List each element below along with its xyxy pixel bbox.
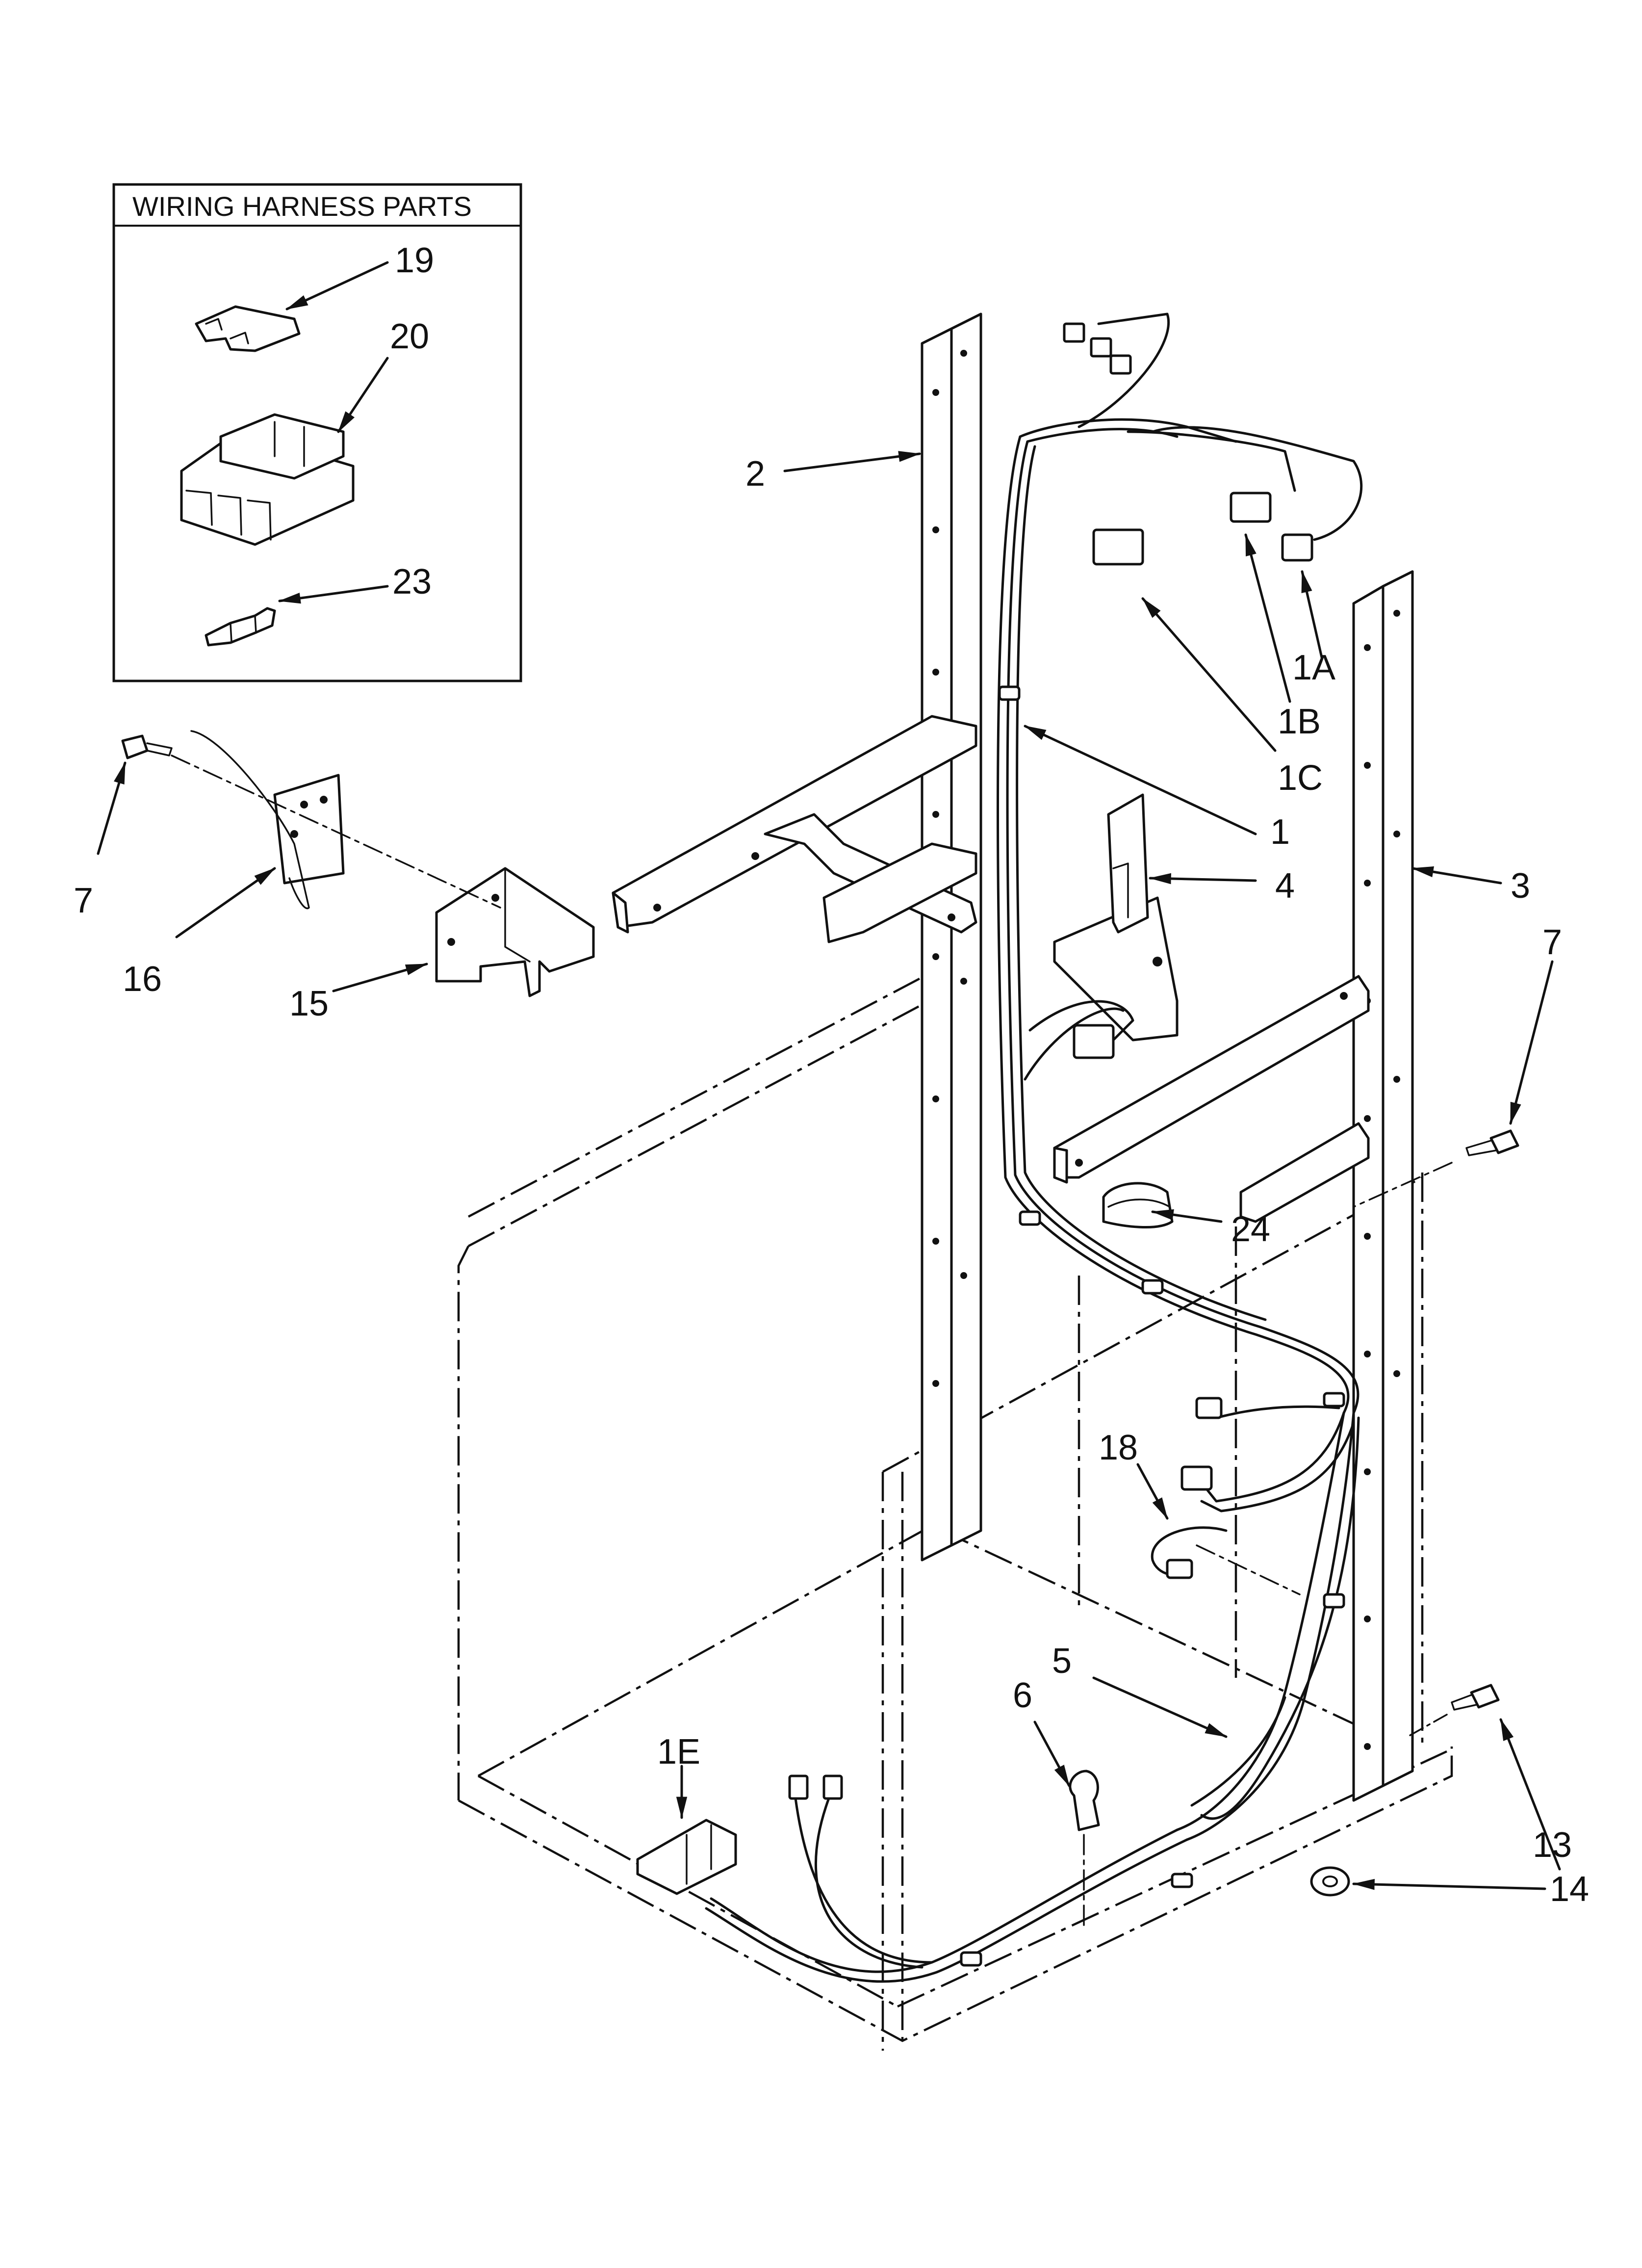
callout-19: 19 — [395, 241, 434, 280]
callout-15: 15 — [289, 984, 329, 1023]
callout-16: 16 — [123, 960, 162, 999]
part-13-screw — [1407, 1684, 1500, 1738]
callout-4: 4 — [1275, 866, 1295, 906]
upright-right-part-3 — [1352, 570, 1414, 1802]
callout-labels: 19 20 23 2 1A 1B 1C 1 4 3 7 7 16 15 24 1… — [74, 241, 1589, 1909]
bracket-part-4 — [1053, 793, 1179, 1042]
cross-brace-left — [612, 715, 977, 943]
cross-brace-right — [1053, 975, 1370, 1223]
leader-23 — [278, 585, 389, 604]
part-20-connector-housing — [180, 413, 355, 546]
leader-lines — [97, 451, 1561, 1890]
box-title: WIRING HARNESS PARTS — [132, 191, 472, 222]
callout-13: 13 — [1533, 1825, 1572, 1865]
upright-left-part-2 — [921, 313, 982, 1562]
screw-part-7-right — [1465, 1129, 1519, 1156]
callout-18: 18 — [1099, 1428, 1138, 1467]
part-16-terminal-board — [190, 730, 345, 910]
part-6-clip — [1069, 1770, 1100, 1929]
callout-1: 1 — [1270, 812, 1290, 852]
connector-1c — [1092, 528, 1144, 566]
callout-1b: 1B — [1278, 702, 1321, 741]
part-14-grommet — [1310, 1866, 1350, 1897]
centerline-7-right — [1353, 1162, 1453, 1208]
bracket-part-15 — [435, 867, 595, 997]
callout-6: 6 — [1013, 1676, 1032, 1715]
centerline-15-16 — [171, 755, 501, 909]
wiring-harness-parts-box: WIRING HARNESS PARTS — [112, 183, 522, 682]
connector-1b — [1230, 492, 1272, 523]
leader-19 — [285, 261, 389, 311]
callout-7-right: 7 — [1542, 923, 1562, 962]
part-24-clip — [1102, 1182, 1174, 1228]
callout-5: 5 — [1052, 1642, 1072, 1681]
part-19-terminal-clip — [195, 305, 301, 352]
callout-14: 14 — [1550, 1870, 1589, 1909]
callout-23: 23 — [392, 562, 432, 601]
callout-1e: 1E — [657, 1732, 700, 1772]
callout-20: 20 — [390, 317, 429, 356]
callout-7-left: 7 — [74, 881, 93, 920]
part-23-crimp-terminal — [205, 607, 276, 647]
screw-part-7-left — [121, 734, 173, 759]
part-18-cable-tie — [1151, 1526, 1301, 1595]
callout-3: 3 — [1511, 866, 1530, 906]
callout-24: 24 — [1231, 1210, 1270, 1249]
part-5-tube — [1190, 1696, 1286, 1807]
callout-1c: 1C — [1278, 758, 1323, 798]
connector-1a — [1281, 533, 1313, 562]
callout-1a: 1A — [1292, 648, 1335, 687]
leader-20 — [337, 357, 389, 433]
callout-2: 2 — [745, 454, 765, 494]
